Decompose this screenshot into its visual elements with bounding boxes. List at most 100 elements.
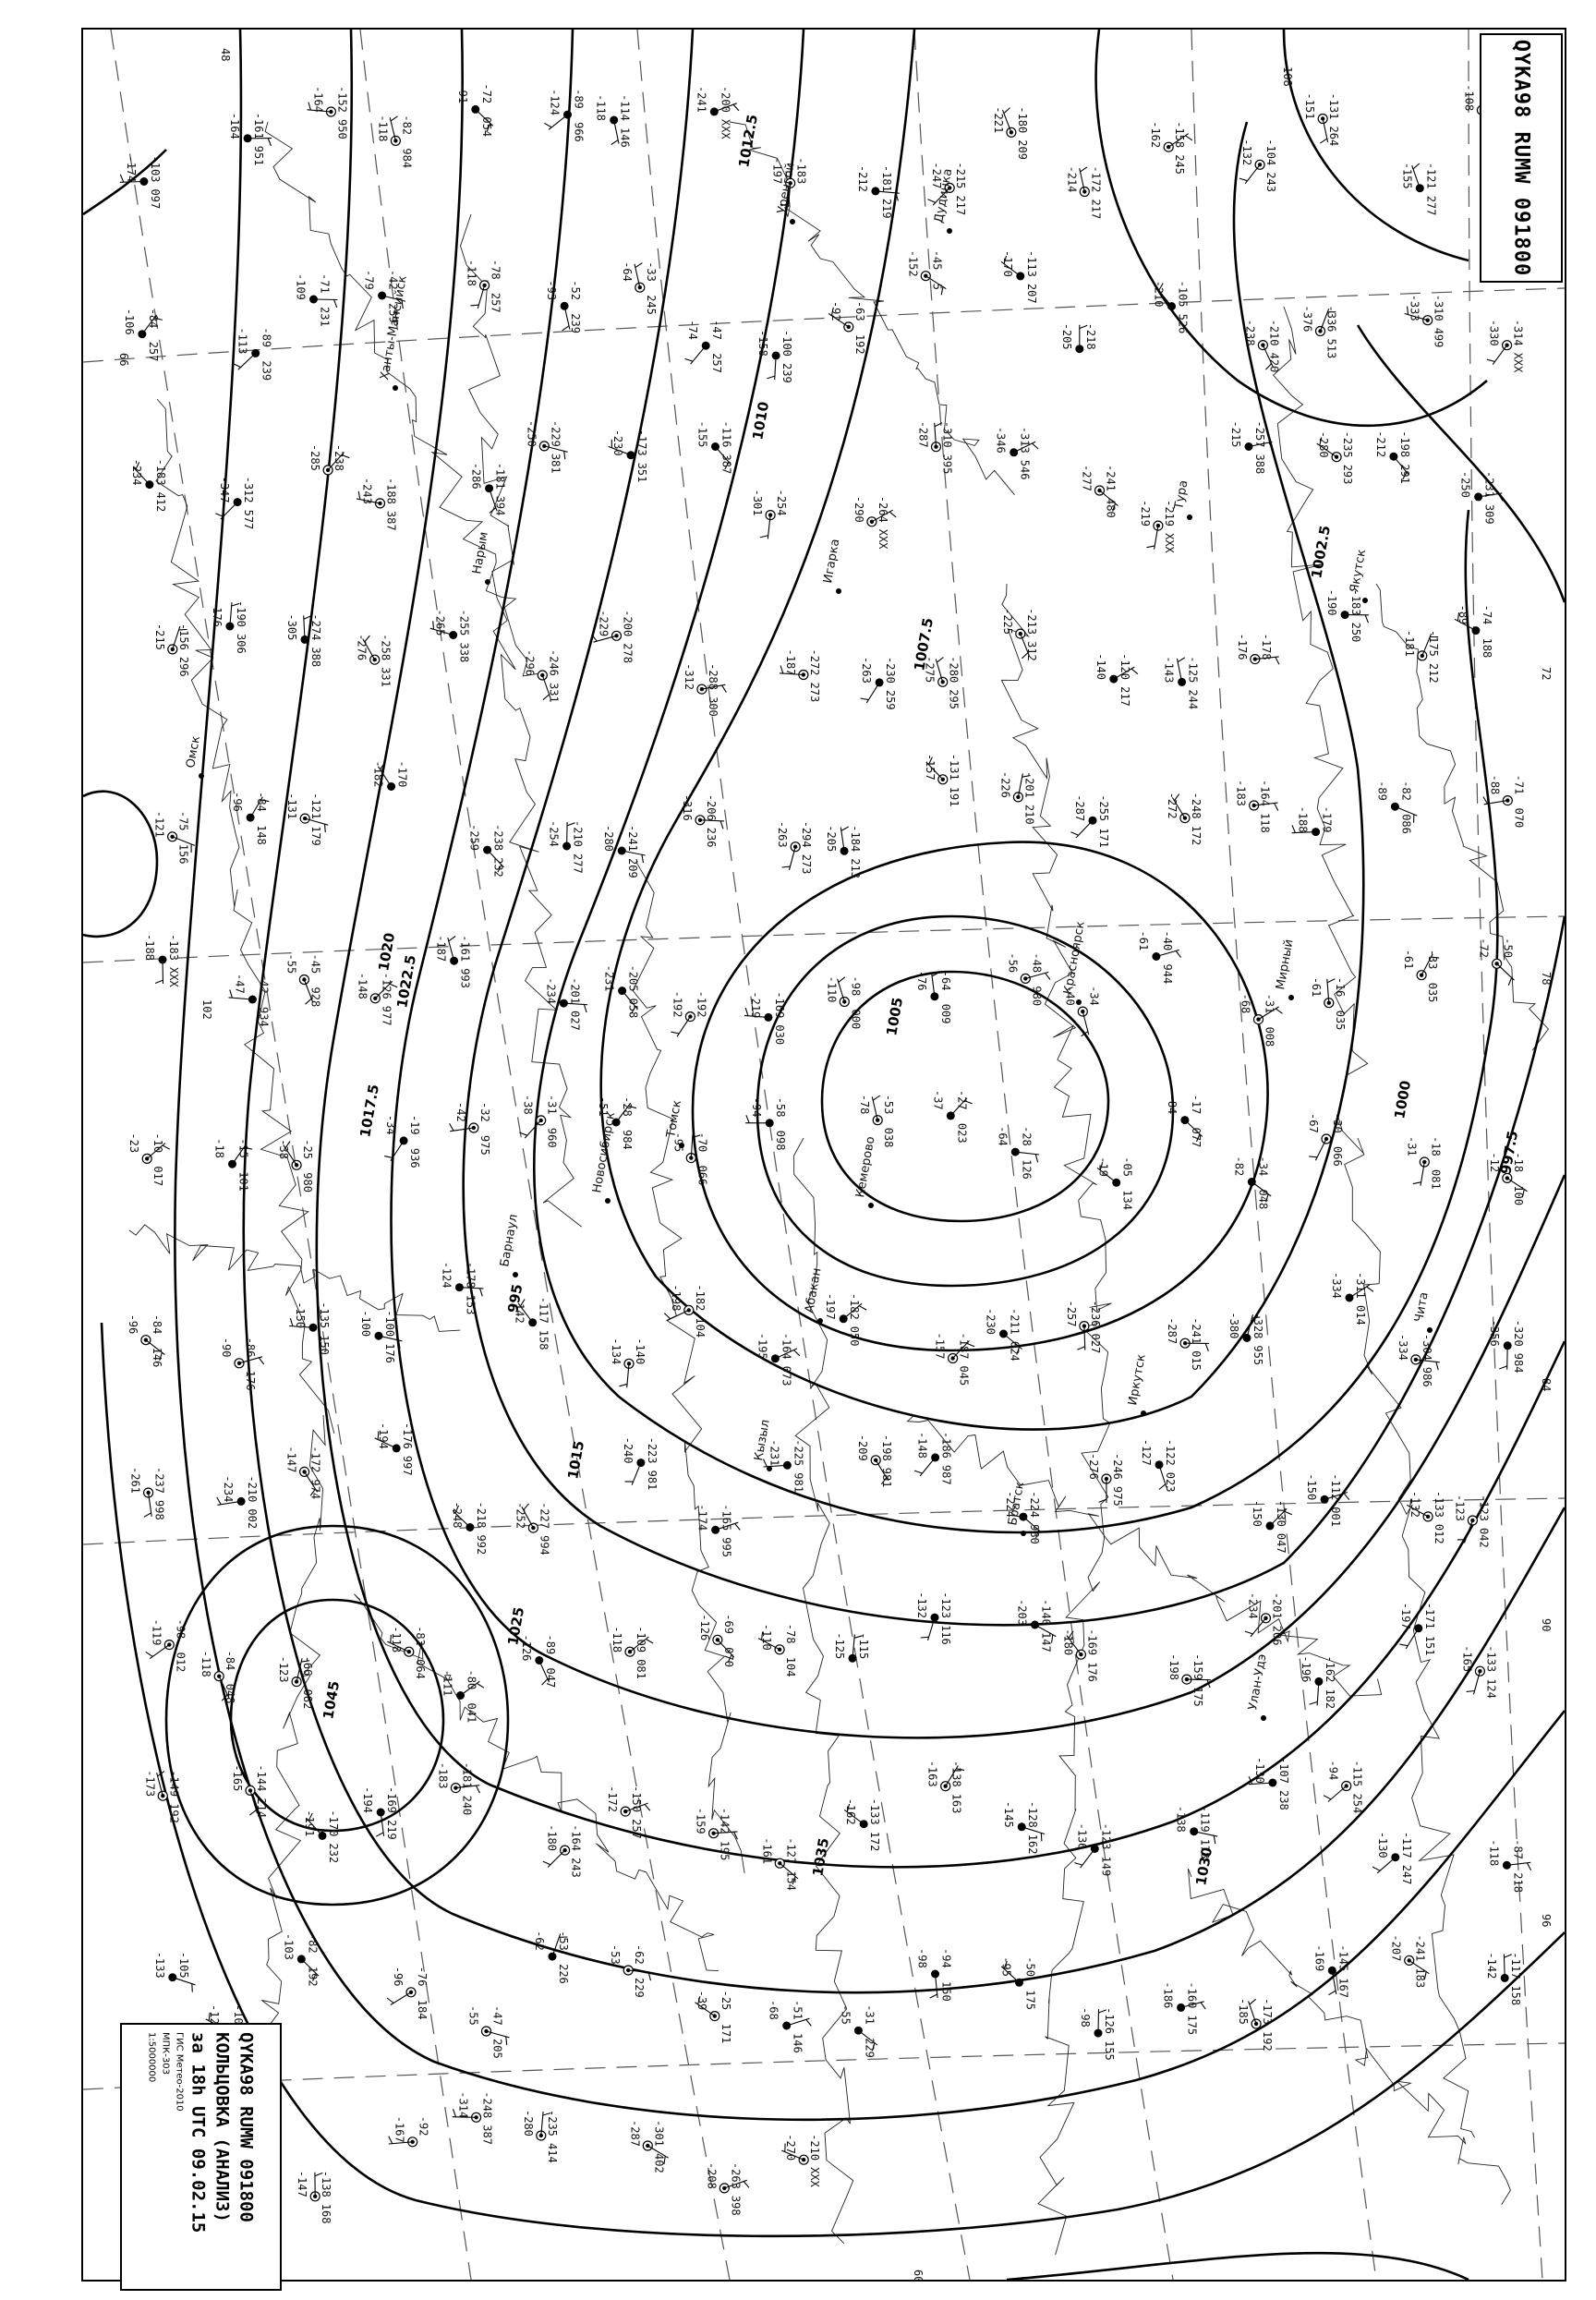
station-temp: -170 [327, 1810, 340, 1836]
station-dewpoint: -95 [1000, 1956, 1013, 1977]
station-dewpoint: -346 [995, 427, 1008, 454]
station-temp: -122 [1164, 1439, 1177, 1466]
station-temp: -33 [645, 261, 658, 282]
station-temp: -58 [774, 1097, 787, 1118]
wind-barb-feather [377, 1431, 380, 1440]
station-temp: -205 [627, 965, 640, 992]
station-pressure: 009 [939, 1004, 952, 1024]
wind-barb-feather [1466, 1689, 1475, 1692]
station-temp: -75 [177, 811, 190, 831]
station-pressure: 030 [773, 1024, 786, 1045]
city-label: Абакан [803, 1267, 824, 1324]
isobars [83, 30, 1565, 2280]
station-temp: -117 [1509, 1952, 1522, 1979]
wind-barb [1404, 312, 1428, 321]
map-canvas: -103097-174-161951-164-152950-164-82984-… [83, 30, 1565, 2280]
station-dewpoint: -234 [544, 977, 557, 1004]
wind-barb [757, 1638, 780, 1651]
wind-barb [387, 1640, 410, 1652]
wind-barb [690, 1133, 694, 1158]
wind-barb [875, 1459, 889, 1482]
wind-barb [249, 1790, 259, 1814]
station-pressure: 086 [1399, 814, 1412, 834]
wind-barb [701, 684, 726, 690]
wind-barb-feather [449, 1123, 454, 1132]
wind-barb-feather [375, 1832, 384, 1837]
station-temp: -117 [1400, 1832, 1413, 1858]
station-temp: -178 [464, 1262, 477, 1289]
station-dewpoint: -119 [150, 1619, 163, 1646]
station-pressure: 191 [948, 787, 961, 807]
wind-barb-feather [724, 461, 730, 470]
station-temp: -178 [1260, 634, 1273, 660]
station-temp: -50 [1024, 1956, 1037, 1977]
wind-barb [1154, 526, 1159, 550]
station-temp: -235 [1341, 431, 1354, 458]
station-dewpoint: -280 [1317, 431, 1330, 458]
station-temp: -169 [773, 991, 786, 1018]
station-pressure: 387 [481, 2124, 494, 2145]
wind-barb-feather [229, 989, 233, 999]
city-name: Тура [1172, 479, 1191, 512]
station-dot [138, 330, 147, 339]
city-name: Игарка [821, 538, 842, 584]
station-dewpoint: -51 [597, 1096, 610, 1117]
wind-barb [871, 509, 893, 523]
wind-barb-feather [303, 615, 312, 620]
station-temp: -230 [884, 657, 897, 684]
station-temp: -165 [720, 1504, 733, 1531]
wind-barb [629, 1636, 649, 1652]
station-dewpoint: -285 [308, 444, 321, 471]
wind-barb [934, 422, 937, 447]
station-pressure: 183 [1414, 1967, 1427, 1988]
wind-barb [1113, 666, 1135, 680]
wind-barb-feather [454, 1505, 460, 1514]
city-marker [393, 385, 398, 391]
wind-barb-feather [692, 1134, 701, 1139]
station-pressure: 210 [1022, 805, 1035, 825]
station-dewpoint: -212 [856, 165, 869, 192]
station-dewpoint: -347 [218, 477, 231, 503]
station-pressure: 156 [177, 844, 190, 865]
station-temp: -123 [1099, 1823, 1112, 1850]
isobar [242, 30, 1565, 1994]
station-pressure: 195 [719, 1841, 732, 1861]
station-dewpoint: -131 [285, 793, 298, 819]
station-dewpoint: -72 [1478, 938, 1491, 958]
wind-barb-feather [1319, 437, 1323, 446]
wind-barb-feather [1146, 545, 1155, 549]
wind-barb [935, 659, 944, 683]
wind-barb-feather [646, 1639, 654, 1644]
station-dewpoint: -155 [696, 421, 709, 448]
wind-barb-feather [767, 375, 776, 380]
station-dewpoint: -176 [1236, 634, 1249, 660]
station-pressure: 300 [707, 696, 719, 717]
station-dewpoint: -67 [1307, 1113, 1320, 1133]
wind-barb-feather [759, 535, 768, 539]
city-marker [1362, 598, 1368, 603]
station-pressure: 273 [808, 683, 821, 703]
station-temp: -294 [800, 821, 813, 848]
city-label: Томск [664, 1099, 684, 1148]
station-temp: -254 [775, 490, 788, 516]
station-pressure: 146 [792, 2033, 804, 2053]
station-pressure: 395 [941, 454, 954, 475]
station-pressure: 217 [1089, 200, 1102, 220]
wind-barb-feather [1045, 973, 1051, 980]
